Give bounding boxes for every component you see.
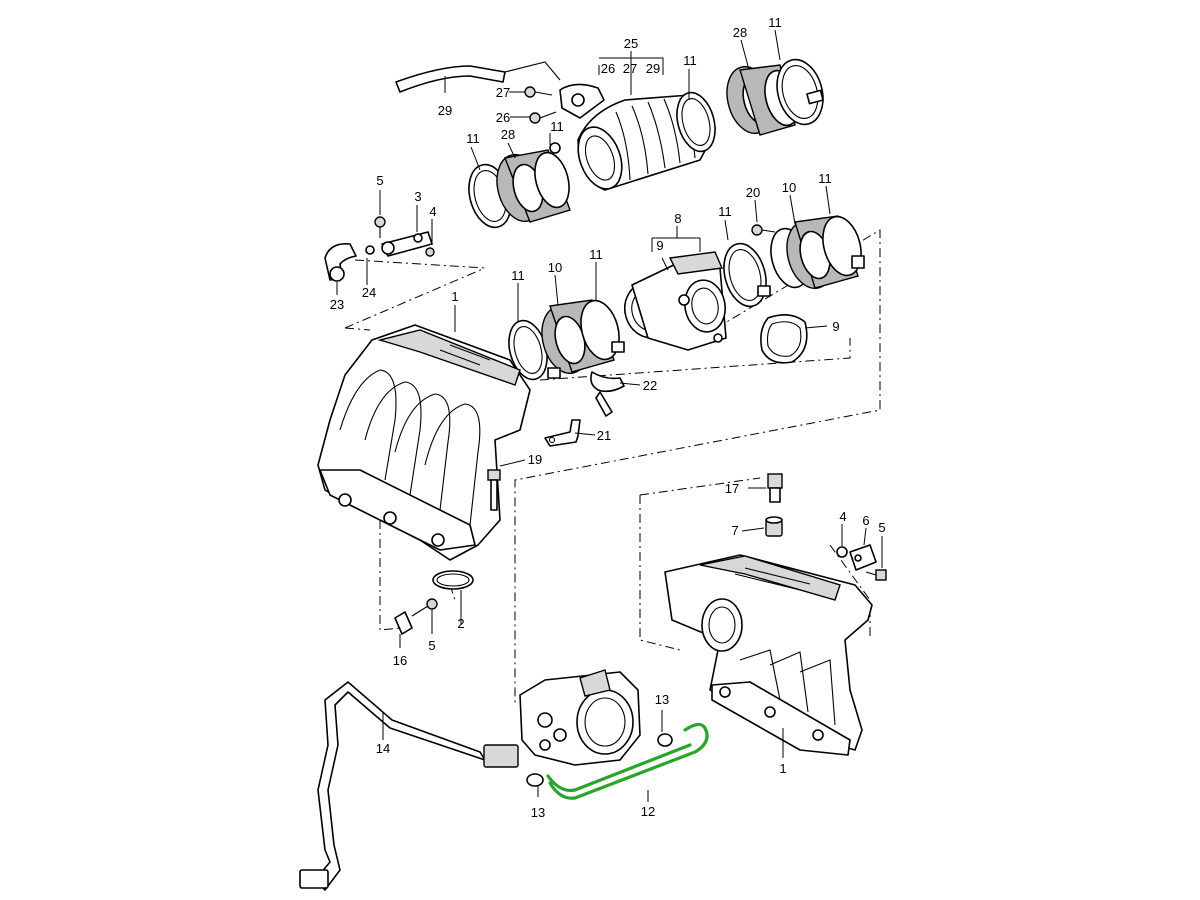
airflow-sensor-8 (623, 251, 727, 351)
callout-8: 8 (674, 211, 681, 226)
callout-22: 22 (643, 378, 657, 393)
callout-16: 16 (393, 653, 407, 668)
callout-4-b: 4 (839, 509, 846, 524)
callout-11-d: 11 (550, 119, 564, 134)
callout-29-sub: 29 (646, 61, 660, 76)
callout-labels: 29 27 26 25 26 27 29 11 28 11 11 28 11 5… (330, 15, 886, 820)
seal-10-middle (508, 299, 625, 381)
elbow-23 (324, 242, 375, 282)
callout-27: 27 (496, 85, 510, 100)
gasket-9 (760, 314, 808, 364)
callout-28-a: 28 (733, 25, 747, 40)
seal-28-left (468, 142, 571, 229)
callout-29: 29 (438, 103, 452, 118)
callout-23: 23 (330, 297, 344, 312)
callout-2: 2 (457, 616, 464, 631)
throttle-body (519, 669, 641, 766)
callout-6: 6 (862, 513, 869, 528)
o-ring-2 (432, 570, 474, 590)
grommet-7 (765, 516, 783, 537)
intake-manifold-1-upper (317, 324, 531, 561)
callout-11-b: 11 (768, 15, 782, 30)
callout-11-a: 11 (683, 53, 697, 68)
seal-10-right (751, 215, 865, 290)
callout-17: 17 (725, 481, 739, 496)
screws-26-27 (524, 86, 557, 124)
callout-11-c: 11 (466, 131, 480, 146)
callout-28-b: 28 (501, 127, 515, 142)
callout-9-b: 9 (832, 319, 839, 334)
callout-9-a: 9 (656, 238, 663, 253)
callout-14: 14 (376, 741, 390, 756)
callout-5-b: 5 (428, 638, 435, 653)
bracket-21 (544, 419, 581, 447)
callout-27-sub: 27 (623, 61, 637, 76)
bolt-19 (487, 469, 501, 511)
hose-12-highlighted (546, 722, 709, 800)
bracket-22 (590, 371, 625, 417)
callout-25: 25 (624, 36, 638, 51)
sensor-17 (767, 473, 783, 503)
callout-11-h: 11 (818, 171, 832, 186)
leader-lines (336, 29, 883, 802)
callout-11-g: 11 (718, 204, 732, 219)
clamp-11-top-right (776, 58, 824, 126)
callout-24: 24 (362, 285, 376, 300)
callout-7: 7 (731, 523, 738, 538)
callout-11-e: 11 (511, 268, 525, 283)
callout-1-b: 1 (779, 761, 786, 776)
callout-12: 12 (641, 804, 655, 819)
clamp-11-right (723, 242, 771, 308)
clamp-11-top-mid (676, 91, 716, 153)
callout-10-b: 10 (782, 180, 796, 195)
callout-21: 21 (597, 428, 611, 443)
callout-20: 20 (746, 185, 760, 200)
vent-line-14 (299, 681, 544, 891)
intake-manifold-1-lower (664, 554, 873, 756)
vent-fitting-3 (374, 216, 435, 257)
vent-hose-29 (395, 61, 561, 93)
callout-10-a: 10 (548, 260, 562, 275)
callout-3: 3 (414, 189, 421, 204)
callout-4-a: 4 (429, 204, 436, 219)
callout-5-c: 5 (878, 520, 885, 535)
callout-26-sub: 26 (601, 61, 615, 76)
parts-4-6-5-right (836, 544, 887, 581)
callout-19: 19 (528, 452, 542, 467)
callout-11-f: 11 (589, 247, 603, 262)
clip-16-and-bolt-5 (394, 598, 438, 635)
callout-13-b: 13 (531, 805, 545, 820)
callout-26: 26 (496, 110, 510, 125)
callout-13-a: 13 (655, 692, 669, 707)
callout-1-a: 1 (451, 289, 458, 304)
callout-5-a: 5 (376, 173, 383, 188)
